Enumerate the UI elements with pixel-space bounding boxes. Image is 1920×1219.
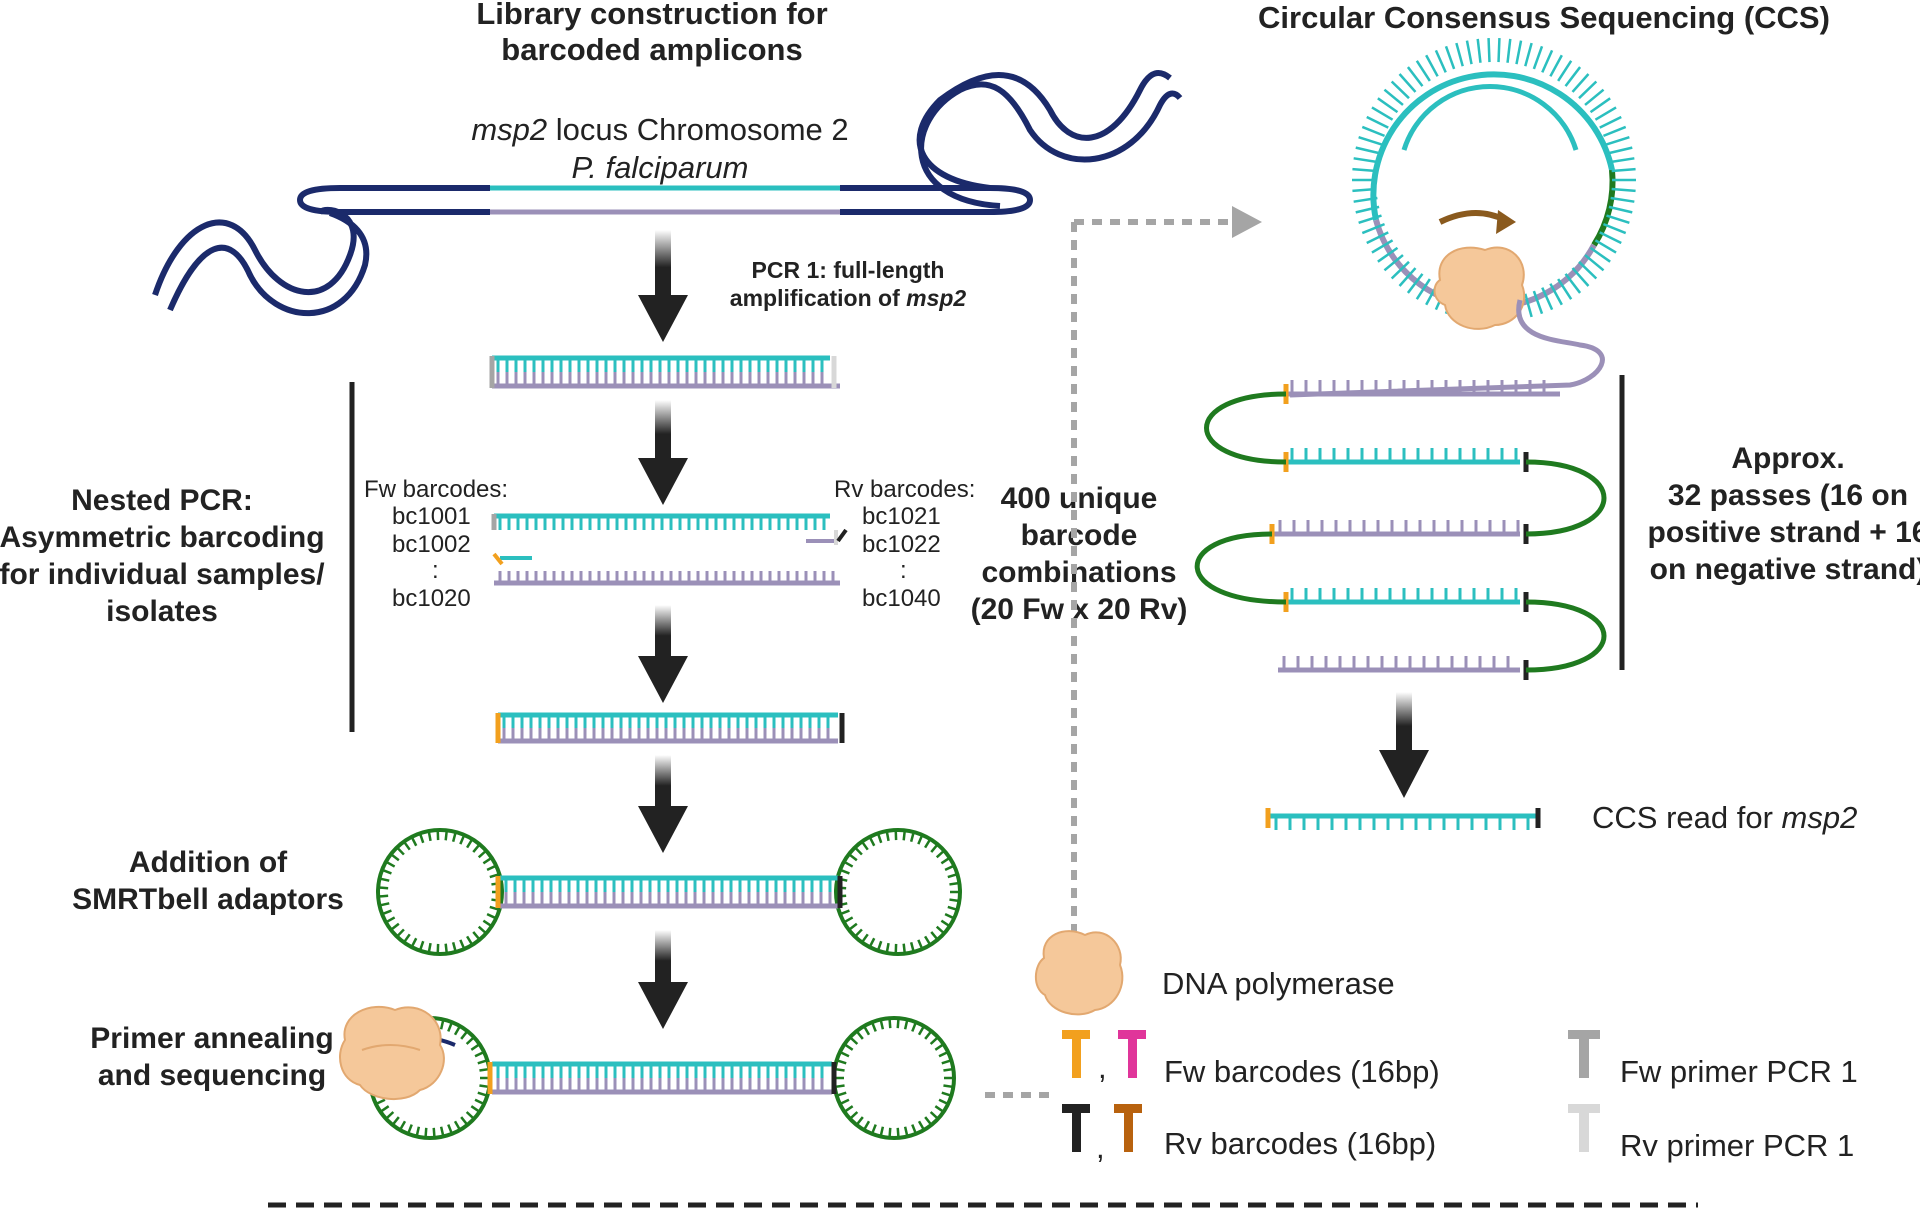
ccs-read: [1265, 808, 1541, 830]
smrtbell-line2: SMRTbell adaptors: [72, 883, 344, 916]
legend-fw-primer: Fw primer PCR 1: [1620, 1054, 1858, 1089]
svg-text:bc1002: bc1002: [392, 531, 471, 558]
svg-text:bc1001: bc1001: [392, 503, 471, 530]
legend-polymerase-icon: [1034, 930, 1124, 1016]
svg-text:Fw barcodes:: Fw barcodes:: [364, 476, 508, 503]
svg-text::: :: [432, 557, 439, 584]
fw-barcodes-list: Fw barcodes: bc1001 bc1002 : bc1020: [364, 476, 508, 612]
combinations-line4: (20 Fw x 20 Rv): [971, 593, 1188, 626]
pcr1-label-line2: amplification of msp2: [730, 285, 967, 311]
passes-line1: Approx.: [1731, 442, 1844, 475]
arrow-ccs: [1379, 692, 1429, 798]
amplicon-nested: [491, 513, 848, 586]
amplicon-barcoded: [495, 712, 845, 744]
smrtbell-line1: Addition of: [129, 846, 288, 879]
ccs-tail: [1289, 299, 1605, 398]
pcr1-label-line1: PCR 1: full-length: [752, 257, 945, 283]
svg-text:bc1022: bc1022: [862, 531, 941, 558]
nested-pcr-line1: Nested PCR:: [71, 484, 253, 517]
svg-text:bc1040: bc1040: [862, 585, 941, 612]
combinations-line2: barcode: [1021, 519, 1138, 552]
library-title-line1: Library construction for: [476, 0, 827, 31]
arrow-smrtbell: [638, 755, 688, 853]
ccs-passes: [1194, 380, 1607, 680]
legend-fw-barcodes: Fw barcodes (16bp): [1164, 1054, 1440, 1089]
primer-line2: and sequencing: [98, 1059, 326, 1092]
smrtbell-molecule: [376, 828, 962, 956]
polymerase-bound: [339, 1005, 445, 1101]
nested-pcr-line2: Asymmetric barcoding: [0, 521, 325, 554]
locus-label-line2: P. falciparum: [572, 150, 749, 185]
combinations-line1: 400 unique: [1001, 482, 1158, 515]
ccs-title: Circular Consensus Sequencing (CCS): [1258, 0, 1830, 35]
legend-rv-primer-icon: [1568, 1104, 1600, 1152]
ccs-polymerase: [1433, 246, 1526, 330]
ccs-read-label: CCS read for msp2: [1592, 800, 1857, 835]
arrow-primer: [638, 930, 688, 1029]
legend-polymerase: DNA polymerase: [1162, 966, 1395, 1001]
svg-text::: :: [900, 557, 907, 584]
amplicon-pcr1: [489, 355, 840, 389]
legend-fw-barcodes-icon: [1062, 1030, 1146, 1078]
library-title-line2: barcoded amplicons: [501, 32, 802, 67]
passes-line3: positive strand + 16: [1648, 516, 1920, 549]
svg-text:bc1021: bc1021: [862, 503, 941, 530]
legend-rv-barcodes-icon: [1062, 1104, 1142, 1152]
passes-line4: on negative strand): [1650, 553, 1920, 586]
arrow-pcr1: [638, 230, 688, 342]
sequencing-molecule: [368, 1016, 956, 1140]
nested-pcr-line4: isolates: [106, 595, 218, 628]
dotted-connector: [985, 206, 1262, 1098]
legend-comma-2: ,: [1096, 1130, 1105, 1165]
legend-fw-primer-icon: [1568, 1030, 1600, 1078]
combinations-line3: combinations: [981, 556, 1176, 589]
legend-comma-1: ,: [1098, 1050, 1107, 1085]
locus-label-line1: msp2 locus Chromosome 2: [471, 112, 848, 147]
legend-rv-barcodes: Rv barcodes (16bp): [1164, 1126, 1436, 1161]
legend: DNA polymerase , Fw barcodes (16bp) , Rv…: [1034, 930, 1858, 1165]
rv-barcodes-list: Rv barcodes: bc1021 bc1022 : bc1040: [834, 476, 975, 612]
chromosome-dna: [152, 70, 1183, 317]
arrow-nested: [638, 400, 688, 505]
arrow-barcoded: [638, 605, 688, 703]
primer-line1: Primer annealing: [90, 1022, 333, 1055]
legend-rv-primer: Rv primer PCR 1: [1620, 1128, 1854, 1163]
svg-text:Rv barcodes:: Rv barcodes:: [834, 476, 975, 503]
passes-line2: 32 passes (16 on: [1668, 479, 1908, 512]
svg-text:bc1020: bc1020: [392, 585, 471, 612]
nested-pcr-line3: for individual samples/: [0, 558, 325, 591]
